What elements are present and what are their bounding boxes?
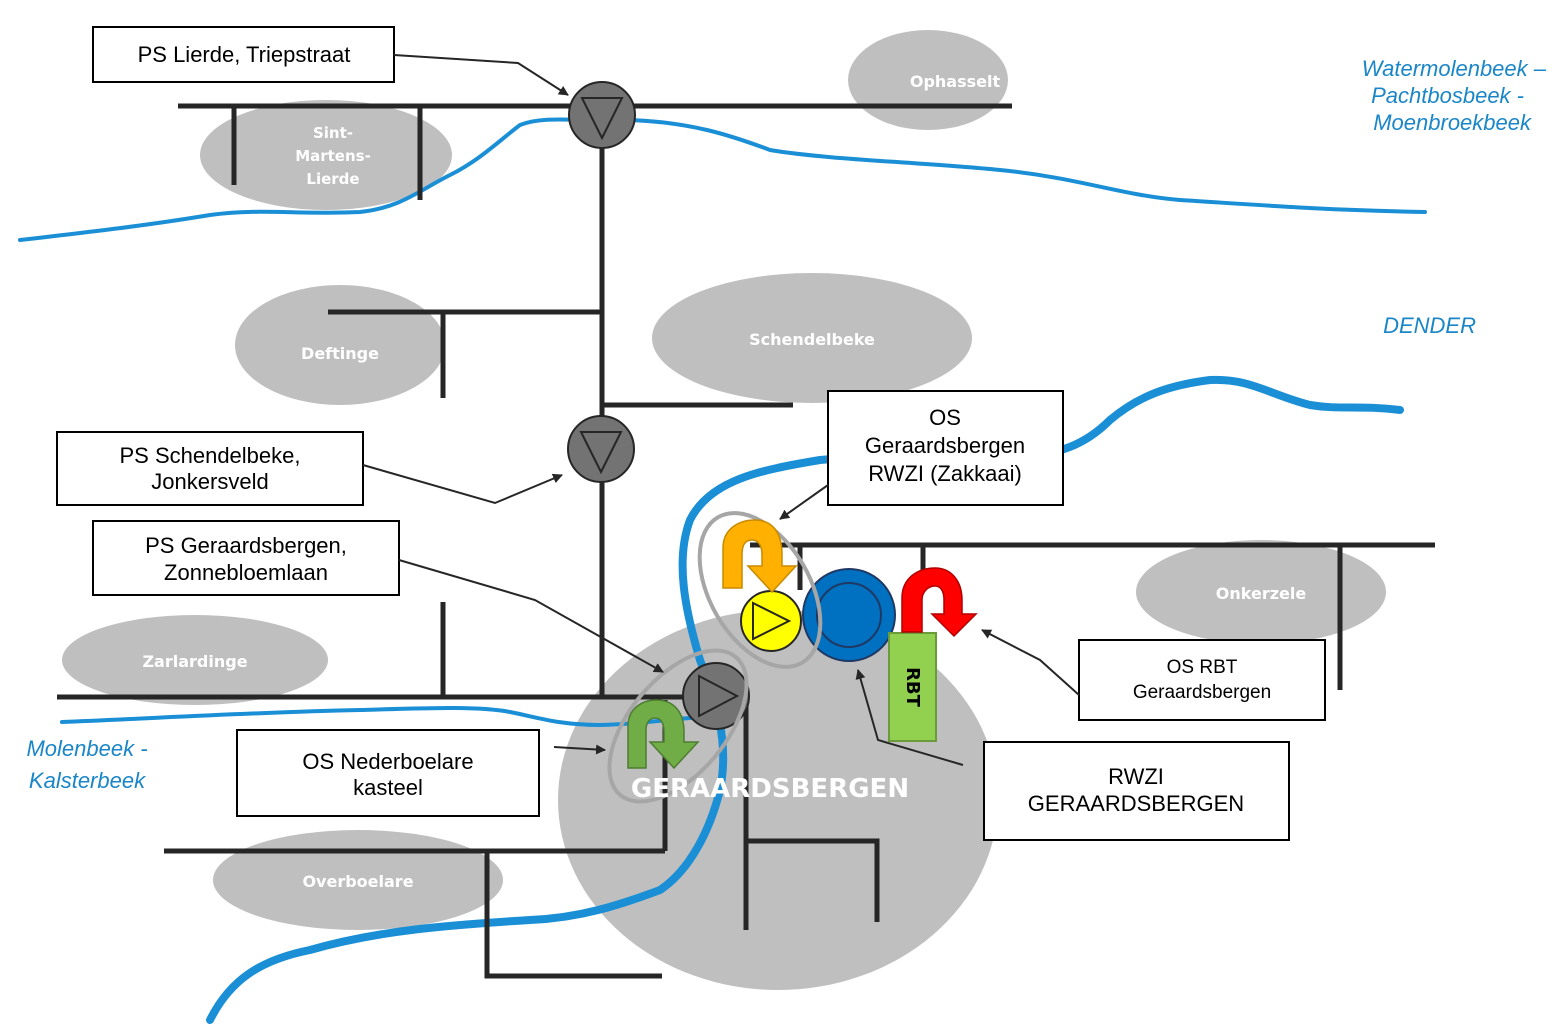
river-labels: Watermolenbeek – Pachtbosbeek - Moenbroe… <box>26 56 1546 793</box>
pump-station-icon <box>740 590 802 652</box>
pump-station-schendelbeke <box>567 415 635 483</box>
sewer-south-2 <box>746 838 880 922</box>
river-molenbeek <box>60 706 692 727</box>
zones <box>62 30 1386 990</box>
callout-text-2: Geraardsbergen <box>865 433 1025 458</box>
leader-os-nederboelare <box>553 744 606 755</box>
zone-label-ophasselt: Ophasselt <box>910 72 1001 91</box>
zone-label-sint-martens-lierde-1: Sint- <box>313 124 353 142</box>
rwzi-plant: RBT <box>740 568 937 742</box>
pump-station-geraardsbergen <box>682 662 750 730</box>
river-label-watermolenbeek-1: Watermolenbeek – <box>1362 56 1547 81</box>
callout-text: PS Lierde, Triepstraat <box>138 42 351 67</box>
zone-label-schendelbeke: Schendelbeke <box>749 330 875 349</box>
zone-onkerzele <box>1136 540 1386 644</box>
callout-text-2: Geraardsbergen <box>1133 682 1271 703</box>
river-label-watermolenbeek-2: Pachtbosbeek - <box>1371 83 1524 108</box>
river-label-molenbeek-2: Kalsterbeek <box>29 768 146 793</box>
callout-text-2: Zonnebloemlaan <box>164 560 328 585</box>
callout-text-1: OS RBT <box>1167 657 1238 678</box>
callout-os-nederboelare: OS Nederboelare kasteel <box>236 729 540 817</box>
callout-text-1: RWZI <box>1108 764 1164 789</box>
zone-deftinge <box>235 285 445 405</box>
leader-rwzi <box>855 669 964 766</box>
callout-text-2: GERAARDSBERGEN <box>1028 791 1244 816</box>
zone-labels: Sint- Martens- Lierde Ophasselt Deftinge… <box>142 72 1306 891</box>
leader-lines <box>362 54 1080 766</box>
leader-ps-schendelbeke <box>362 464 563 505</box>
rbt-label: RBT <box>902 667 923 708</box>
leader-os-zakkaai <box>779 484 829 520</box>
river-label-watermolenbeek-3: Moenbroekbeek <box>1373 110 1532 135</box>
leader-ps-lierde <box>393 54 569 96</box>
zone-label-deftinge: Deftinge <box>301 344 379 363</box>
rbt-tank <box>888 632 937 742</box>
zone-zarlardinge <box>62 615 328 705</box>
leader-ps-geraardsbergen <box>398 559 664 673</box>
river-dender <box>206 375 1404 1024</box>
zone-label-onkerzele: Onkerzele <box>1216 584 1307 603</box>
sewer-overboelare-drop <box>484 851 662 979</box>
callout-text-1: OS Nederboelare <box>302 749 473 774</box>
zone-label-zarlardinge: Zarlardinge <box>142 652 247 671</box>
callout-ps-lierde: PS Lierde, Triepstraat <box>92 26 395 83</box>
overflow-arrow-icon-green <box>627 699 700 770</box>
pump-station-lierde <box>568 81 636 149</box>
callout-text-1: PS Geraardsbergen, <box>145 533 347 558</box>
sewer-lines <box>57 103 1435 979</box>
leader-os-rbt <box>981 629 1080 696</box>
overflow-arrow-icon-orange <box>722 519 798 594</box>
zone-overboelare <box>213 830 503 930</box>
zone-label-overboelare: Overboelare <box>302 872 413 891</box>
zone-schendelbeke <box>652 273 972 403</box>
callout-text-1: OS <box>929 405 961 430</box>
overflow-group-zakkaai <box>697 511 823 669</box>
callout-os-zakkaai: OS Geraardsbergen RWZI (Zakkaai) <box>827 390 1064 506</box>
river-label-dender: DENDER <box>1383 313 1476 338</box>
callout-ps-geraardsbergen: PS Geraardsbergen, Zonnebloemlaan <box>92 520 400 596</box>
zone-label-sint-martens-lierde-3: Lierde <box>306 170 359 188</box>
callout-text-1: PS Schendelbeke, <box>119 443 300 468</box>
overflow-group-nederboelare <box>607 648 749 804</box>
overflow-arrow-icon-red <box>901 567 978 638</box>
zone-label-geraardsbergen: GERAARDSBERGEN <box>631 774 909 804</box>
zone-sint-martens-lierde <box>200 100 452 210</box>
zone-label-sint-martens-lierde-2: Martens- <box>295 147 371 165</box>
callout-text-2: Jonkersveld <box>151 469 268 494</box>
callout-text-2: kasteel <box>353 775 423 800</box>
callout-os-rbt: OS RBT Geraardsbergen <box>1078 639 1326 721</box>
callout-ps-schendelbeke: PS Schendelbeke, Jonkersveld <box>56 431 364 506</box>
river-label-molenbeek-1: Molenbeek - <box>26 736 147 761</box>
callout-text-3: RWZI (Zakkaai) <box>868 461 1022 486</box>
callout-rwzi: RWZI GERAARDSBERGEN <box>983 741 1290 841</box>
